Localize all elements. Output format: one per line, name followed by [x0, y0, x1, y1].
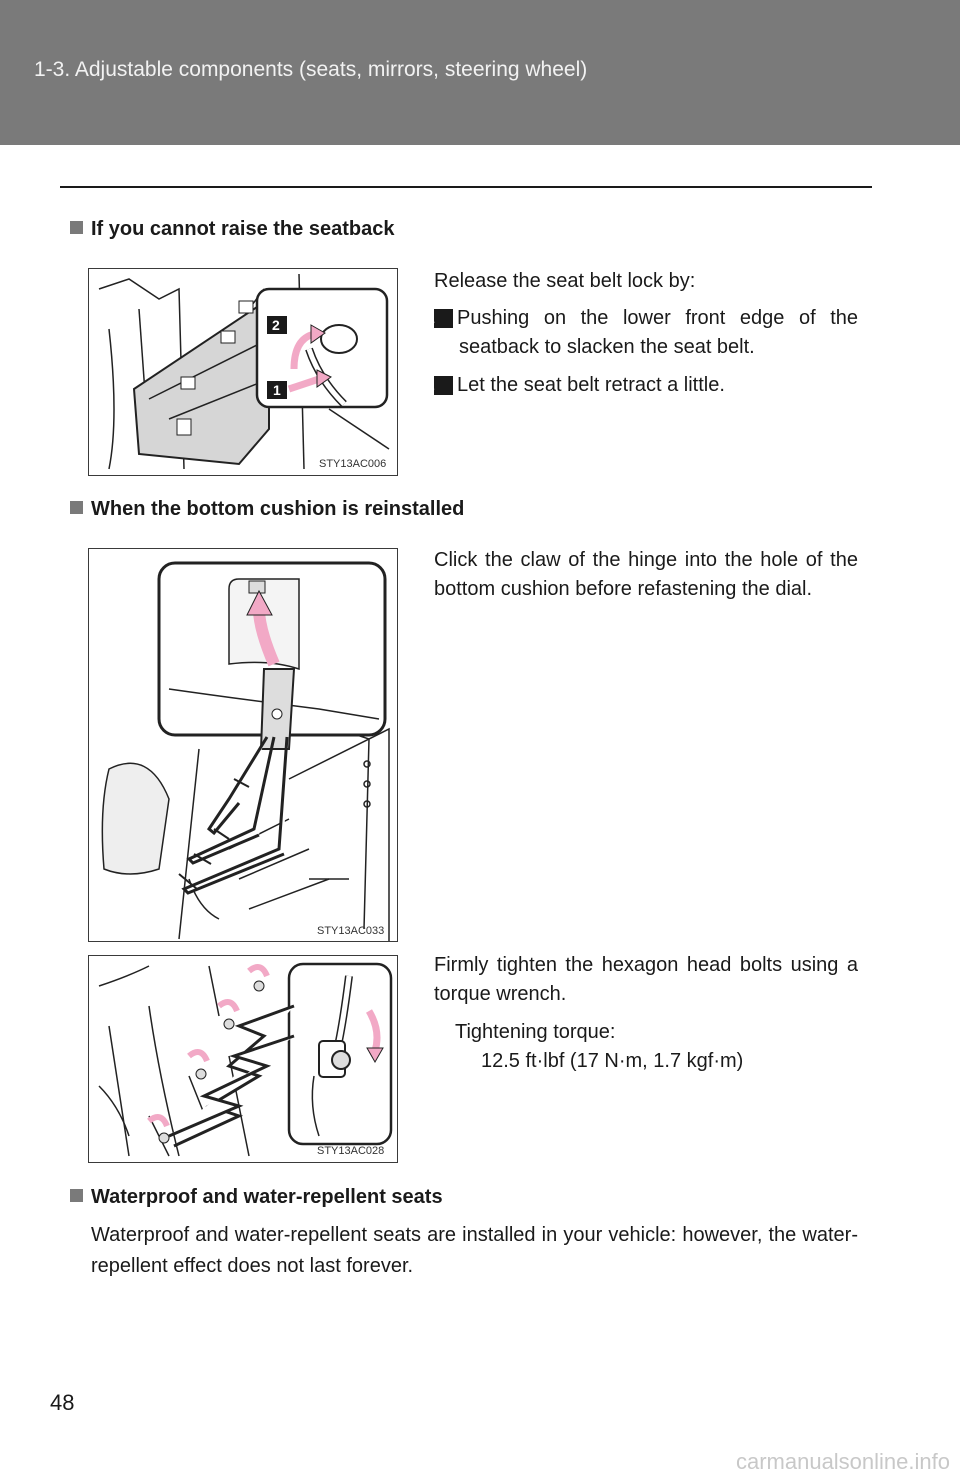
torque-text: Firmly tighten the hexagon head bolts us… — [434, 954, 858, 1005]
footer-watermark: carmanualsonline.info — [735, 1449, 950, 1474]
waterproof-text: Waterproof and water-repellent seats are… — [91, 1224, 858, 1277]
page-number: 48 — [50, 1390, 75, 1415]
callout-1: 1 — [273, 382, 281, 398]
square-bullet-icon — [70, 221, 83, 234]
step-2-text: Let the seat belt retract a little. — [457, 374, 725, 396]
section-heading-raise: If you cannot raise the seatback — [70, 218, 394, 241]
callout-2: 2 — [272, 317, 280, 333]
step-badge-1: 1 — [427, 309, 453, 328]
figure-hinge-claw: STY13AC033 — [88, 548, 398, 942]
figure-code: STY13AC033 — [317, 925, 384, 937]
header-title: 1-3. Adjustable components (seats, mirro… — [34, 58, 588, 81]
torque-label: Tightening torque: — [455, 1021, 616, 1043]
figure-seatbelt-lock: 2 1 STY13AC006 — [88, 268, 398, 476]
page-header: 1-3. Adjustable components (seats, mirro… — [0, 0, 960, 145]
section-heading-waterproof: Waterproof and water-repellent seats — [70, 1186, 443, 1209]
seatbelt-illustration: 2 1 STY13AC006 — [98, 273, 390, 470]
torque-illustration: STY13AC028 — [98, 962, 393, 1157]
section-heading-cushion: When the bottom cushion is reinstalled — [70, 498, 464, 521]
cushion-text: Click the claw of the hinge into the hol… — [434, 549, 858, 600]
figure-torque-wrench: STY13AC028 — [88, 955, 398, 1163]
step-1-text: Pushing on the lower front edge of the s… — [457, 307, 858, 358]
hinge-illustration: STY13AC033 — [101, 561, 390, 941]
heading-text: Waterproof and water-repellent seats — [91, 1186, 443, 1208]
heading-text: If you cannot raise the seatback — [91, 218, 395, 240]
square-bullet-icon — [70, 1189, 83, 1202]
heading-text: When the bottom cushion is reinstalled — [91, 498, 465, 520]
torque-value: 12.5 ft·lbf (17 N·m, 1.7 kgf·m) — [481, 1050, 744, 1072]
header-rule — [60, 186, 872, 188]
step-badge-2: 2 — [427, 376, 453, 395]
figure-code: STY13AC028 — [317, 1145, 384, 1157]
square-bullet-icon — [70, 501, 83, 514]
raise-intro: Release the seat belt lock by: — [434, 270, 696, 292]
figure-code: STY13AC006 — [319, 458, 386, 470]
